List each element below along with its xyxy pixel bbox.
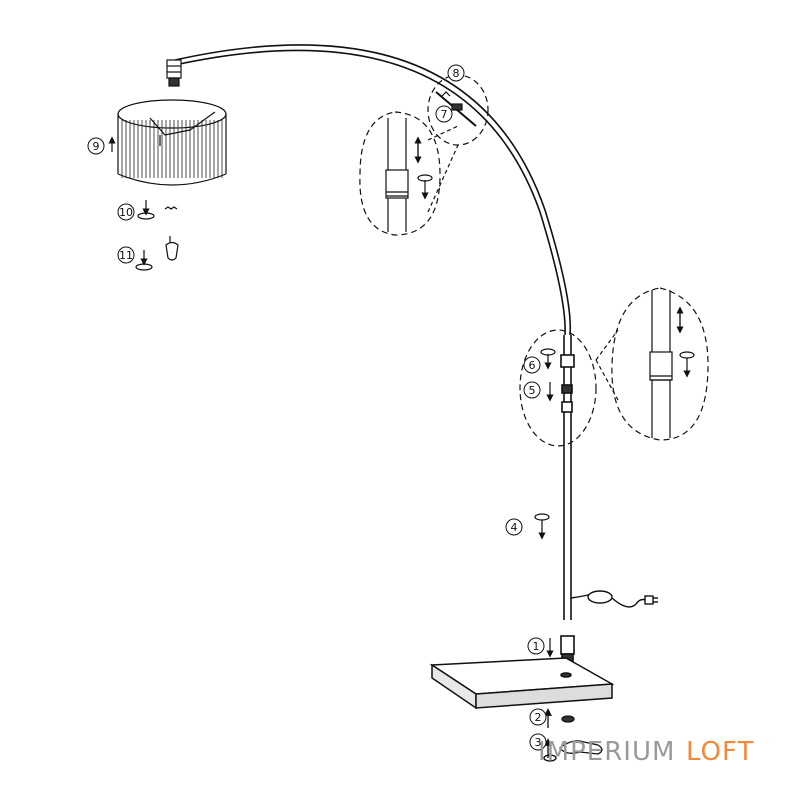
base-fasteners — [543, 708, 603, 762]
step-marker-7: 7 — [435, 105, 453, 123]
step-number: 8 — [453, 67, 460, 80]
watermark: IMPERIUM LOFT — [538, 737, 754, 767]
step-marker-3: 3 — [529, 733, 547, 751]
lamp-shade — [117, 99, 227, 186]
step-number: 11 — [119, 249, 133, 262]
socket-top — [166, 59, 182, 87]
step-number: 6 — [529, 359, 536, 372]
watermark-brand-a: IMPERIUM — [538, 737, 675, 767]
step-number: 9 — [93, 140, 100, 153]
step-number: 5 — [529, 384, 536, 397]
step-marker-10: 10 — [117, 203, 135, 221]
detail-pole-zoom — [595, 287, 709, 441]
power-cord — [570, 590, 658, 608]
step-markers: 1 2 3 4 5 6 7 8 9 10 11 — [87, 64, 547, 751]
step-number: 4 — [511, 521, 518, 534]
step-marker-9: 9 — [87, 137, 105, 155]
step-4-washer — [534, 513, 550, 540]
step-number: 3 — [535, 736, 542, 749]
step-number: 1 — [533, 640, 540, 653]
lamp-arm — [174, 44, 572, 336]
step-marker-6: 6 — [523, 356, 541, 374]
step-marker-11: 11 — [117, 246, 135, 264]
detail-pole-joint — [519, 329, 597, 447]
lamp-pole — [560, 335, 575, 663]
shade-parts — [135, 200, 179, 271]
step-marker-5: 5 — [523, 381, 541, 399]
step-marker-2: 2 — [529, 708, 547, 726]
step-number: 2 — [535, 711, 542, 724]
lamp-base — [429, 657, 615, 710]
step-number: 7 — [441, 108, 448, 121]
step-marker-1: 1 — [527, 637, 545, 655]
watermark-brand-b: LOFT — [686, 737, 754, 767]
step-marker-8: 8 — [447, 64, 465, 82]
step-number: 10 — [119, 206, 133, 219]
step-marker-4: 4 — [505, 518, 523, 536]
detail-arm-zoom — [359, 111, 459, 236]
